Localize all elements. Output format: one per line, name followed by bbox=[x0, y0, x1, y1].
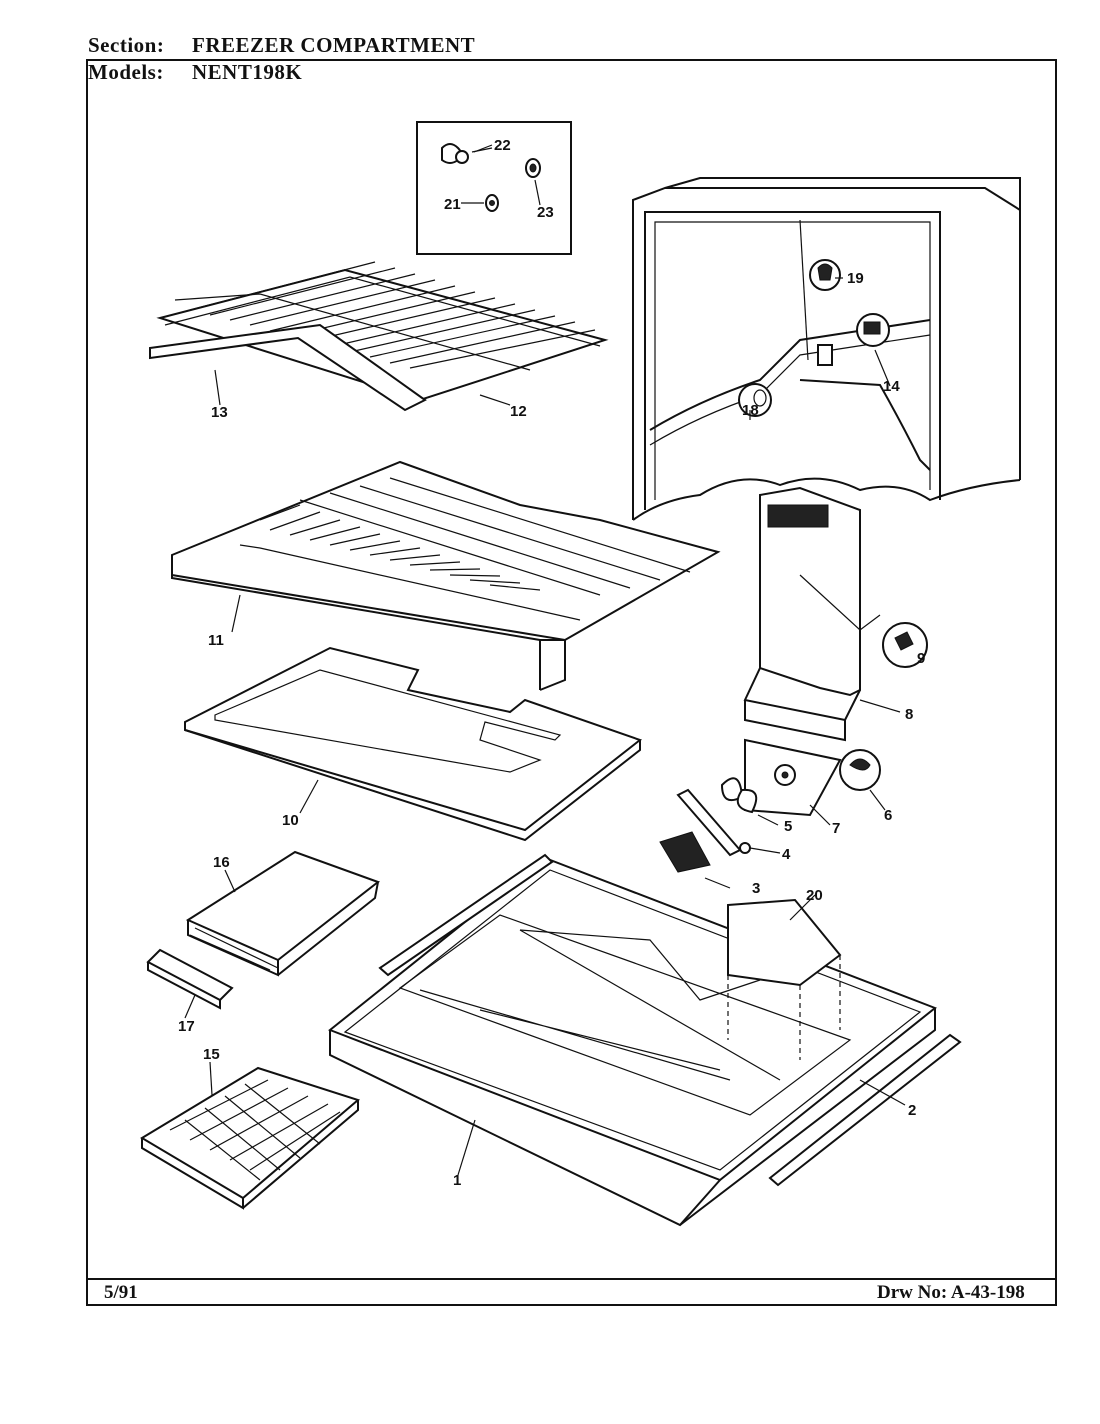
ice-cube-tray bbox=[140, 1066, 361, 1210]
callout-12: 12 bbox=[510, 403, 527, 420]
model-number: NENT198K bbox=[192, 60, 303, 84]
models-label: Models: bbox=[88, 60, 164, 84]
callout-11: 11 bbox=[208, 632, 224, 649]
callout-13: 13 bbox=[211, 404, 228, 421]
callout-5: 5 bbox=[784, 818, 792, 835]
freezer-shelf bbox=[171, 460, 721, 691]
callout-2: 2 bbox=[908, 1102, 916, 1119]
callout-8: 8 bbox=[905, 706, 913, 723]
callout-22: 22 bbox=[494, 137, 511, 154]
drawing-frame bbox=[86, 59, 1057, 1306]
callout-18: 18 bbox=[742, 402, 759, 419]
callout-7: 7 bbox=[832, 820, 840, 837]
footer-divider bbox=[86, 1278, 1057, 1280]
callout-19: 19 bbox=[847, 270, 864, 287]
callout-4: 4 bbox=[782, 846, 791, 863]
ice-pan bbox=[146, 850, 381, 1010]
hardware-inset bbox=[416, 121, 572, 255]
fan-assembly bbox=[659, 738, 881, 873]
drawing-date: 5/91 bbox=[104, 1282, 138, 1303]
callout-6: 6 bbox=[884, 807, 892, 824]
freezer-cabinet bbox=[632, 177, 1021, 521]
callout-14: 14 bbox=[883, 378, 900, 395]
freezer-liner bbox=[328, 853, 962, 1227]
air-duct bbox=[743, 486, 928, 742]
callout-23: 23 bbox=[537, 204, 554, 221]
part-callouts: 1 2 3 4 5 6 7 8 9 10 11 12 13 14 15 16 1… bbox=[178, 137, 925, 1189]
callout-3: 3 bbox=[752, 880, 760, 897]
callout-21: 21 bbox=[444, 196, 461, 213]
section-title: FREEZER COMPARTMENT bbox=[192, 33, 476, 57]
drawing-number: Drw No: A-43-198 bbox=[877, 1282, 1025, 1303]
callout-20: 20 bbox=[806, 887, 823, 904]
callout-17: 17 bbox=[178, 1018, 195, 1035]
callout-16: 16 bbox=[213, 854, 230, 871]
divider-plate bbox=[184, 646, 643, 842]
section-label: Section: bbox=[88, 33, 165, 57]
callout-1: 1 bbox=[453, 1172, 461, 1189]
wire-shelf bbox=[149, 261, 609, 412]
callout-10: 10 bbox=[282, 812, 299, 829]
callout-15: 15 bbox=[203, 1046, 220, 1063]
leader-lines bbox=[184, 144, 906, 1176]
callout-9: 9 bbox=[917, 650, 925, 667]
